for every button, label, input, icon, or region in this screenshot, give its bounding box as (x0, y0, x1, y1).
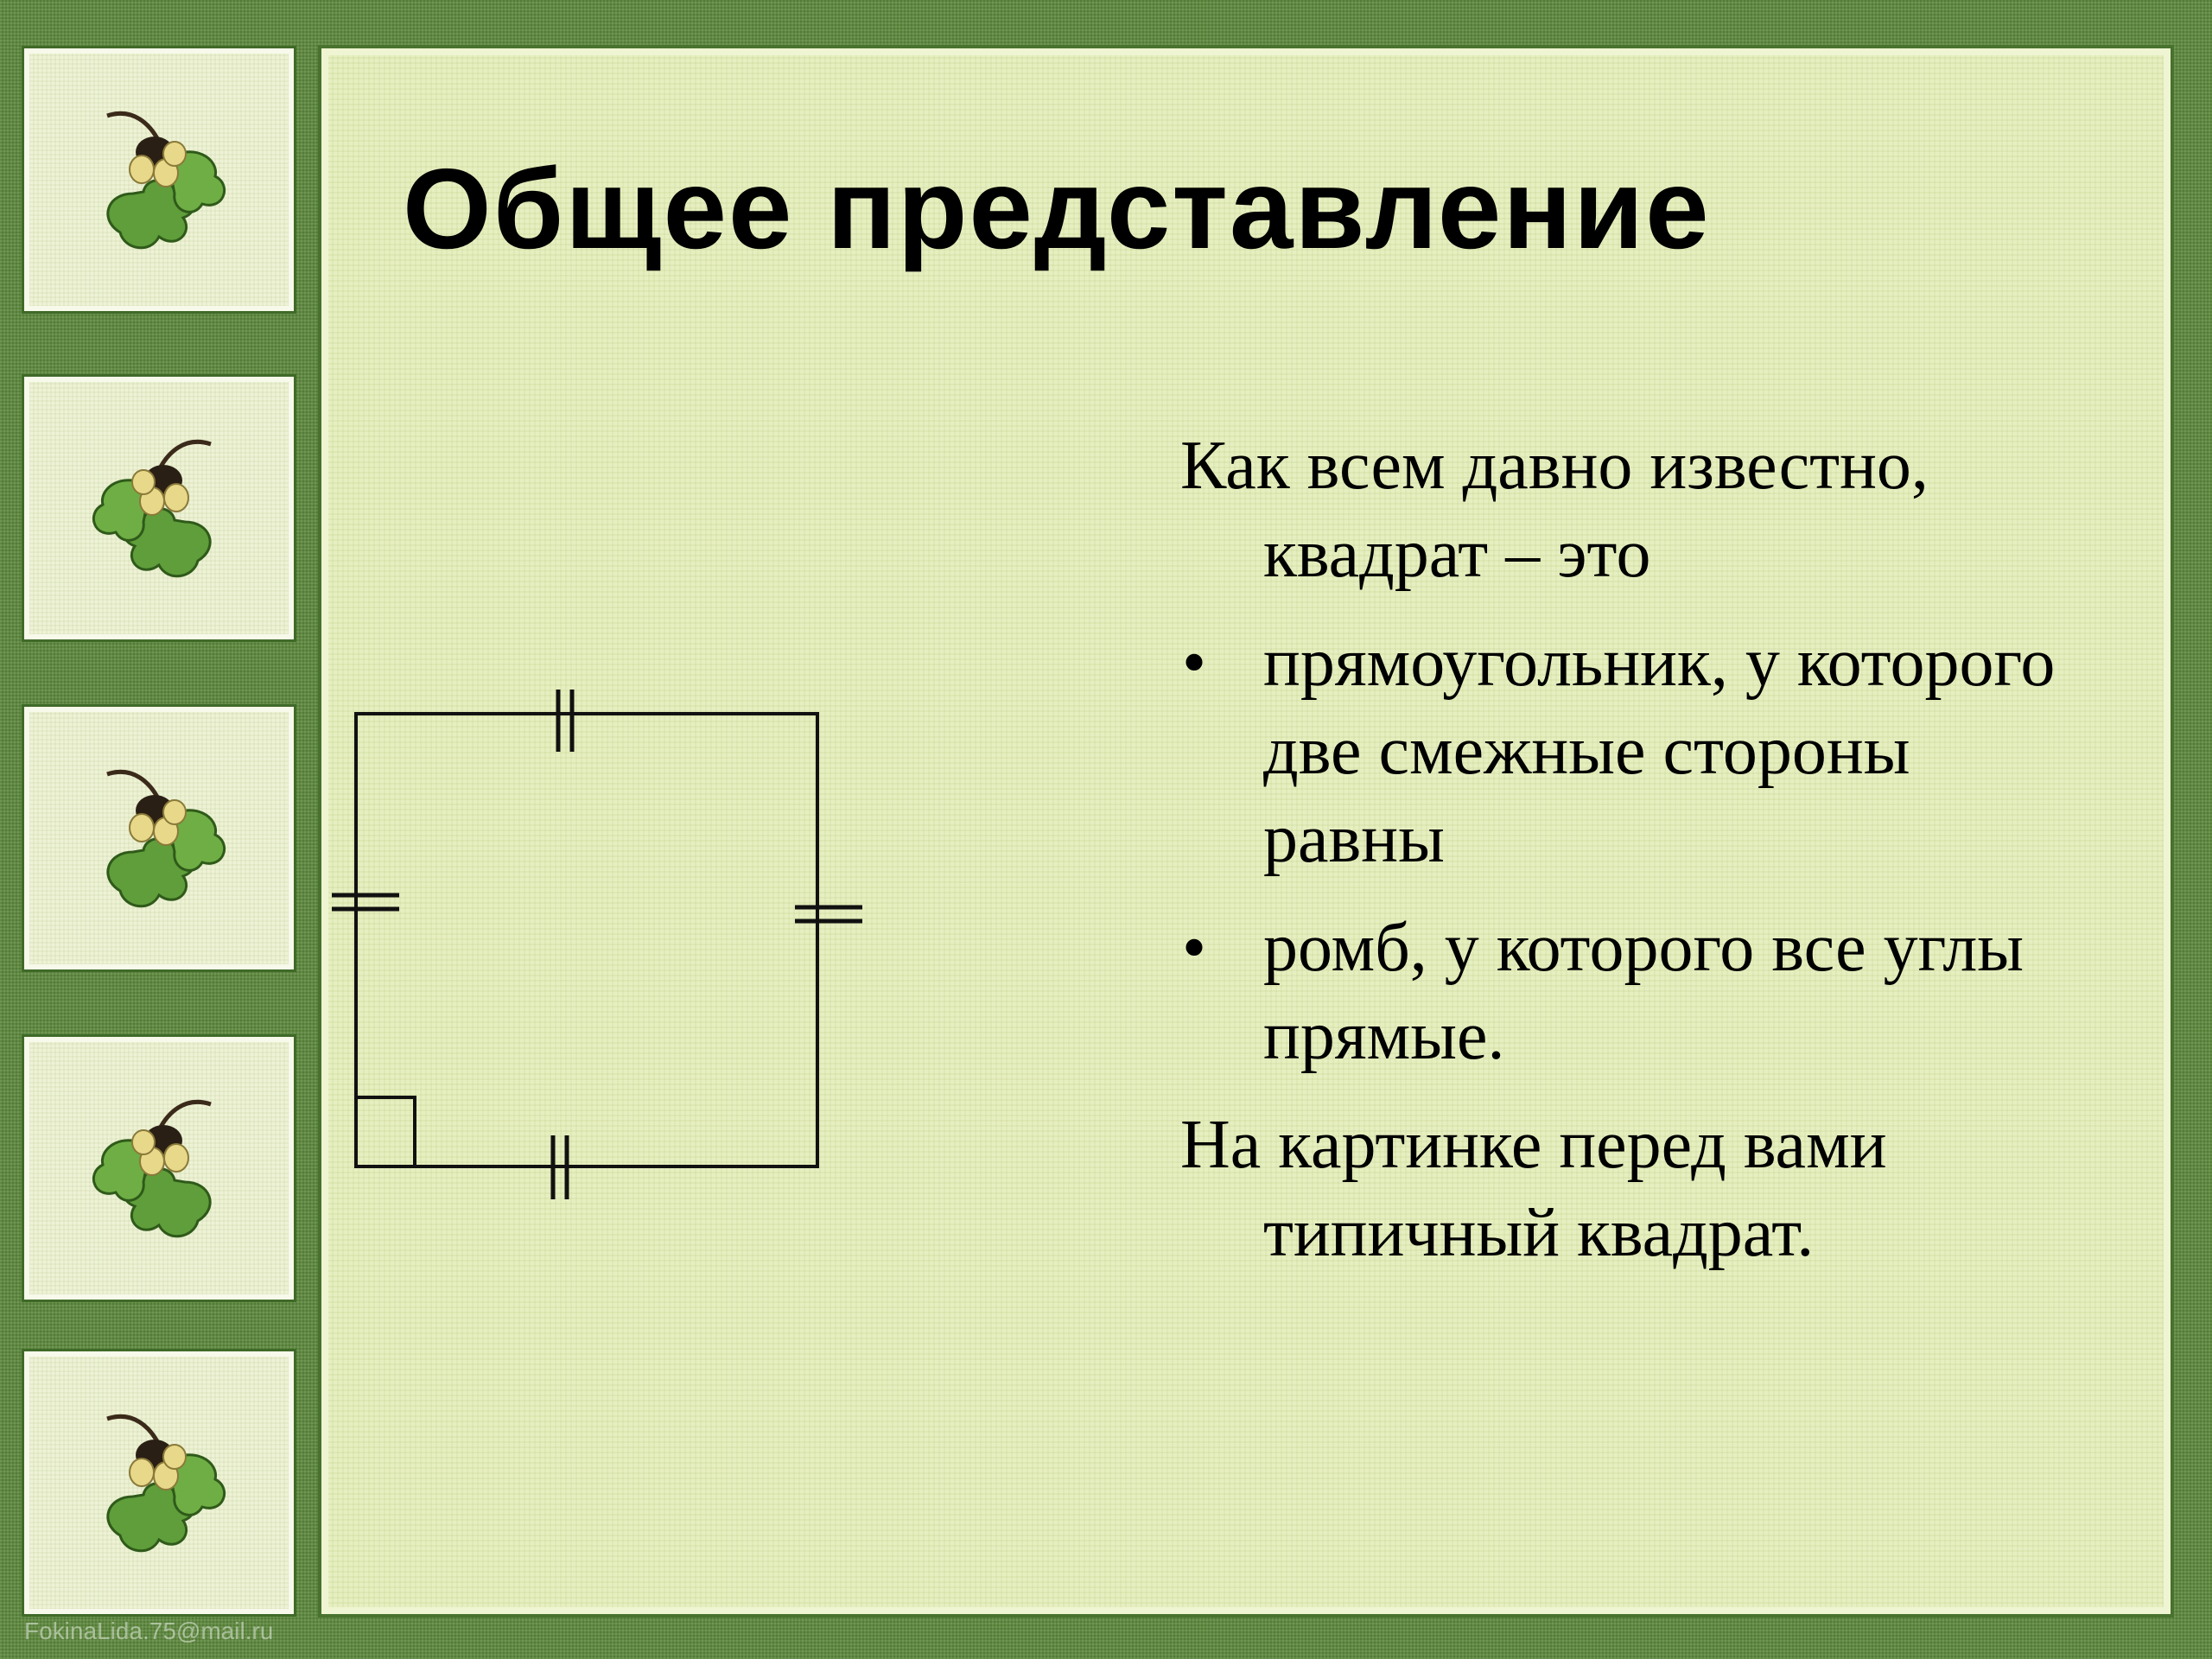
intro-paragraph: Как всем давно известно, квадрат – это (1180, 428, 1929, 592)
acorn-oak-leaf-icon (92, 439, 212, 578)
equal-side-tick-bottom (550, 1135, 569, 1199)
content-panel (321, 48, 2171, 1614)
footer-credit: FokinaLida.75@mail.ru (24, 1618, 274, 1644)
equal-side-tick-top (556, 690, 575, 752)
bullet-text: ромб, у которого все углы прямые. (1263, 910, 2024, 1074)
decor-tile (24, 1351, 294, 1614)
bullet-marker: • (1182, 625, 1207, 701)
slide-title: Общее представление (403, 145, 1711, 272)
bullet-marker: • (1182, 910, 1207, 986)
equal-side-tick-right (795, 905, 862, 924)
decor-tile (24, 377, 294, 639)
square-diagram (332, 690, 862, 1199)
outro-paragraph: На картинке перед вами типичный квадрат. (1180, 1107, 1887, 1271)
acorn-oak-leaf-icon (106, 1414, 226, 1553)
acorn-oak-leaf-icon (106, 769, 226, 908)
equal-side-tick-left (332, 893, 399, 912)
acorn-oak-leaf-icon (106, 111, 226, 250)
decor-tile (24, 707, 294, 969)
square-outline (354, 712, 819, 1168)
decor-tile (24, 48, 294, 311)
acorn-oak-leaf-icon (92, 1099, 212, 1238)
bullet-item: • прямоугольник, у которого две смежные … (1180, 619, 2070, 883)
definition-text: Как всем давно известно, квадрат – это •… (1180, 422, 2070, 1298)
right-angle-mark (354, 1096, 416, 1168)
bullet-item: • ромб, у которого все углы прямые. (1180, 904, 2070, 1080)
decor-tile (24, 1037, 294, 1300)
bullet-text: прямоугольник, у которого две смежные ст… (1263, 625, 2056, 877)
